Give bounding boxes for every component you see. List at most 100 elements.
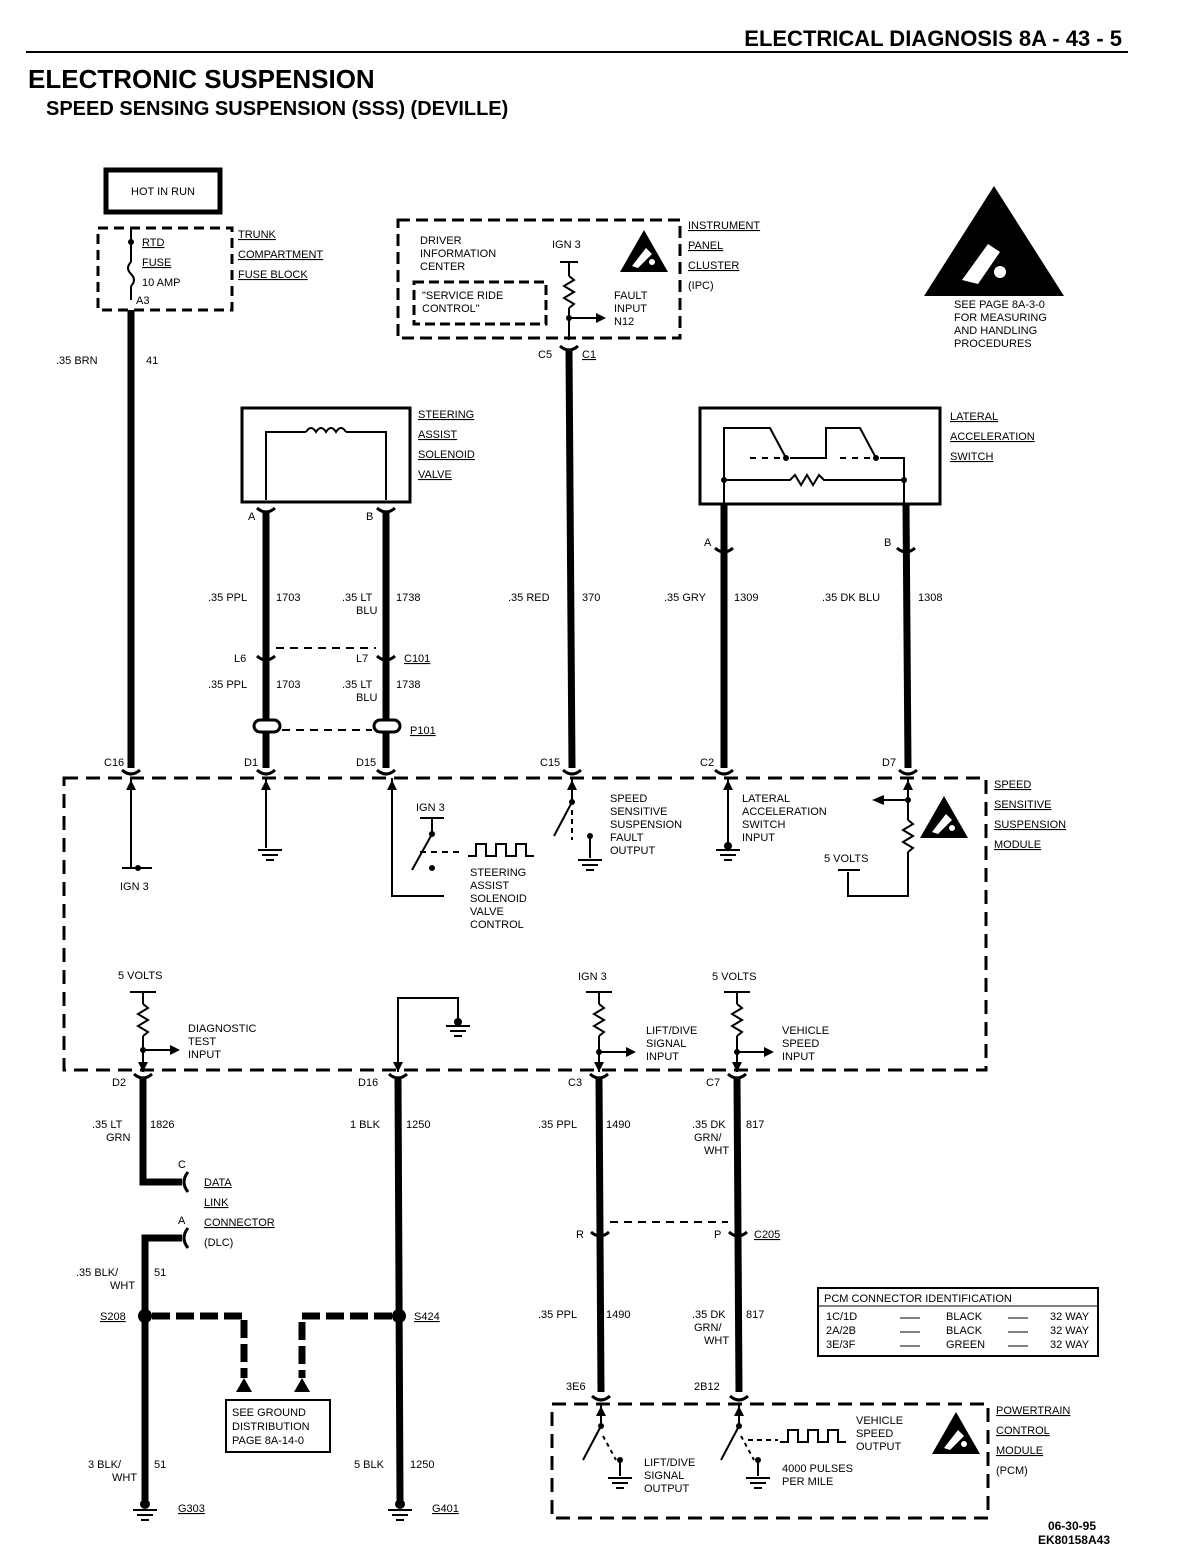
wire-817-gauge-bottom-3: WHT [704, 1335, 729, 1347]
wire-817-gauge-bottom-1: .35 DK [692, 1309, 726, 1321]
c205-pin-p: P [714, 1229, 721, 1241]
wire-1738-gauge-top-2: BLU [356, 605, 377, 617]
svg-text:GREEN: GREEN [946, 1339, 985, 1351]
fault-output-3: SUSPENSION [610, 819, 682, 831]
wire-1490-circuit-top: 1490 [606, 1119, 630, 1131]
lateral-switch-box [698, 406, 942, 506]
ground-g401: G401 [432, 1503, 459, 1515]
pcm-table-row: 1C/1D BLACK 32 WAY [826, 1311, 1090, 1323]
module-name-1: SPEED [994, 779, 1031, 791]
service-ride-label-1: "SERVICE RIDE [422, 290, 503, 302]
conn-c205: C205 [754, 1229, 780, 1241]
module-ign3-steering: IGN 3 [416, 802, 445, 814]
wire-370 [565, 349, 576, 769]
vss-pulse-icon [780, 1429, 846, 1443]
ground-g303: G303 [178, 1503, 205, 1515]
ground-box-1: SEE GROUND [232, 1407, 306, 1419]
solenoid-name-1: STEERING [418, 409, 474, 421]
pulses-1: 4000 PULSES [782, 1463, 853, 1475]
wire-1250 [394, 1077, 404, 1501]
lateral-pin-b: B [884, 537, 891, 549]
splice-s424 [392, 1309, 406, 1323]
fuse-block-name-1: TRUNK [238, 229, 277, 241]
ipc-ign-label: IGN 3 [552, 239, 581, 251]
esd-text-4: PROCEDURES [954, 338, 1032, 350]
fault-output-4: FAULT [610, 832, 644, 844]
fault-input-label-1: FAULT [614, 290, 648, 302]
solenoid-coil-icon [305, 427, 347, 434]
module-name-2: SENSITIVE [994, 799, 1051, 811]
solenoid-name-4: VALVE [418, 469, 452, 481]
fault-output-2: SENSITIVE [610, 806, 667, 818]
module-name-4: MODULE [994, 839, 1041, 851]
wire-51b-circuit: 51 [154, 1459, 166, 1471]
wire-370-circuit: 370 [582, 592, 600, 604]
dlc-name-1: DATA [204, 1177, 232, 1189]
fuse-block-name-2: COMPARTMENT [238, 249, 323, 261]
dlc-name-2: LINK [204, 1197, 229, 1209]
wire-817-circuit-top: 817 [746, 1119, 764, 1131]
wire-1826-gauge-2: GRN [106, 1132, 131, 1144]
steering-control-3: SOLENOID [470, 893, 527, 905]
wire-1250-circuit: 1250 [406, 1119, 430, 1131]
hot-in-run-box [103, 167, 223, 215]
wire-1250b-circuit: 1250 [410, 1459, 434, 1471]
service-ride-label-2: CONTROL" [422, 303, 480, 315]
hot-in-run-label: HOT IN RUN [131, 186, 195, 198]
svg-text:BLACK: BLACK [946, 1311, 983, 1323]
ground-box-2: DISTRIBUTION [232, 1421, 310, 1433]
wire-1738-gauge-bottom-1: .35 LT [342, 679, 373, 691]
fuse-line-2: FUSE [142, 257, 171, 269]
diag-input-3: INPUT [188, 1049, 221, 1061]
splice-s208 [138, 1309, 152, 1323]
pcm-table-title: PCM CONNECTOR IDENTIFICATION [824, 1293, 1012, 1305]
svg-text:3E/3F: 3E/3F [826, 1339, 856, 1351]
sss-module-outline [62, 776, 988, 1072]
ipc-esd-icon [620, 230, 668, 272]
lat-input-4: INPUT [742, 832, 775, 844]
pcm-pin-2b12: 2B12 [694, 1381, 720, 1393]
module-pin-c7: C7 [706, 1077, 720, 1089]
splice-s424-label: S424 [414, 1311, 440, 1323]
dlc-name-4: (DLC) [204, 1237, 233, 1249]
module-ign3-left: IGN 3 [120, 881, 149, 893]
solenoid-pin-b: B [366, 511, 373, 523]
esd-text-1: SEE PAGE 8A-3-0 [954, 299, 1045, 311]
wire-370-gauge: .35 RED [508, 592, 550, 604]
lat-input-2: ACCELERATION [742, 806, 827, 818]
module-pin-d16: D16 [358, 1077, 378, 1089]
dic-label-3: CENTER [420, 261, 465, 273]
lat-input-1: LATERAL [742, 793, 790, 805]
module-pin-d2: D2 [112, 1077, 126, 1089]
pcm-outline [550, 1402, 990, 1520]
pcm-name-4: (PCM) [996, 1465, 1028, 1477]
d7-five-volts: 5 VOLTS [824, 853, 868, 865]
module-pin-c3: C3 [568, 1077, 582, 1089]
module-pin-c15: C15 [540, 757, 560, 769]
lateral-switch-name-3: SWITCH [950, 451, 993, 463]
svg-text:1C/1D: 1C/1D [826, 1311, 857, 1323]
wire-1308-circuit: 1308 [918, 592, 942, 604]
d7-arrow-icon [872, 795, 884, 805]
wire-51-gauge-1: .35 BLK/ [76, 1267, 119, 1279]
ipc-conn-c5: C5 [538, 349, 552, 361]
pcm-pin-3e6: 3E6 [566, 1381, 586, 1393]
svg-text:32 WAY: 32 WAY [1050, 1339, 1090, 1351]
lift-dive-2: SIGNAL [646, 1038, 686, 1050]
ipc-conn-c1: C1 [582, 349, 596, 361]
wire-1490-gauge-bottom: .35 PPL [538, 1309, 577, 1321]
module-pin-d1: D1 [244, 757, 258, 769]
conn-l7: L7 [356, 653, 368, 665]
module-pin-d15: D15 [356, 757, 376, 769]
svg-text:32 WAY: 32 WAY [1050, 1325, 1090, 1337]
splice-s208-label: S208 [100, 1311, 126, 1323]
wire-1703-gauge-top: .35 PPL [208, 592, 247, 604]
steering-control-1: STEERING [470, 867, 526, 879]
footer-code: EK80158A43 [1038, 1533, 1110, 1547]
module-esd-icon [920, 796, 968, 838]
wire-51-gauge-2: WHT [110, 1280, 135, 1292]
wire-1826-circuit: 1826 [150, 1119, 174, 1131]
wire-41-circuit: 41 [146, 355, 158, 367]
dlc-pin-c: C [178, 1159, 186, 1171]
